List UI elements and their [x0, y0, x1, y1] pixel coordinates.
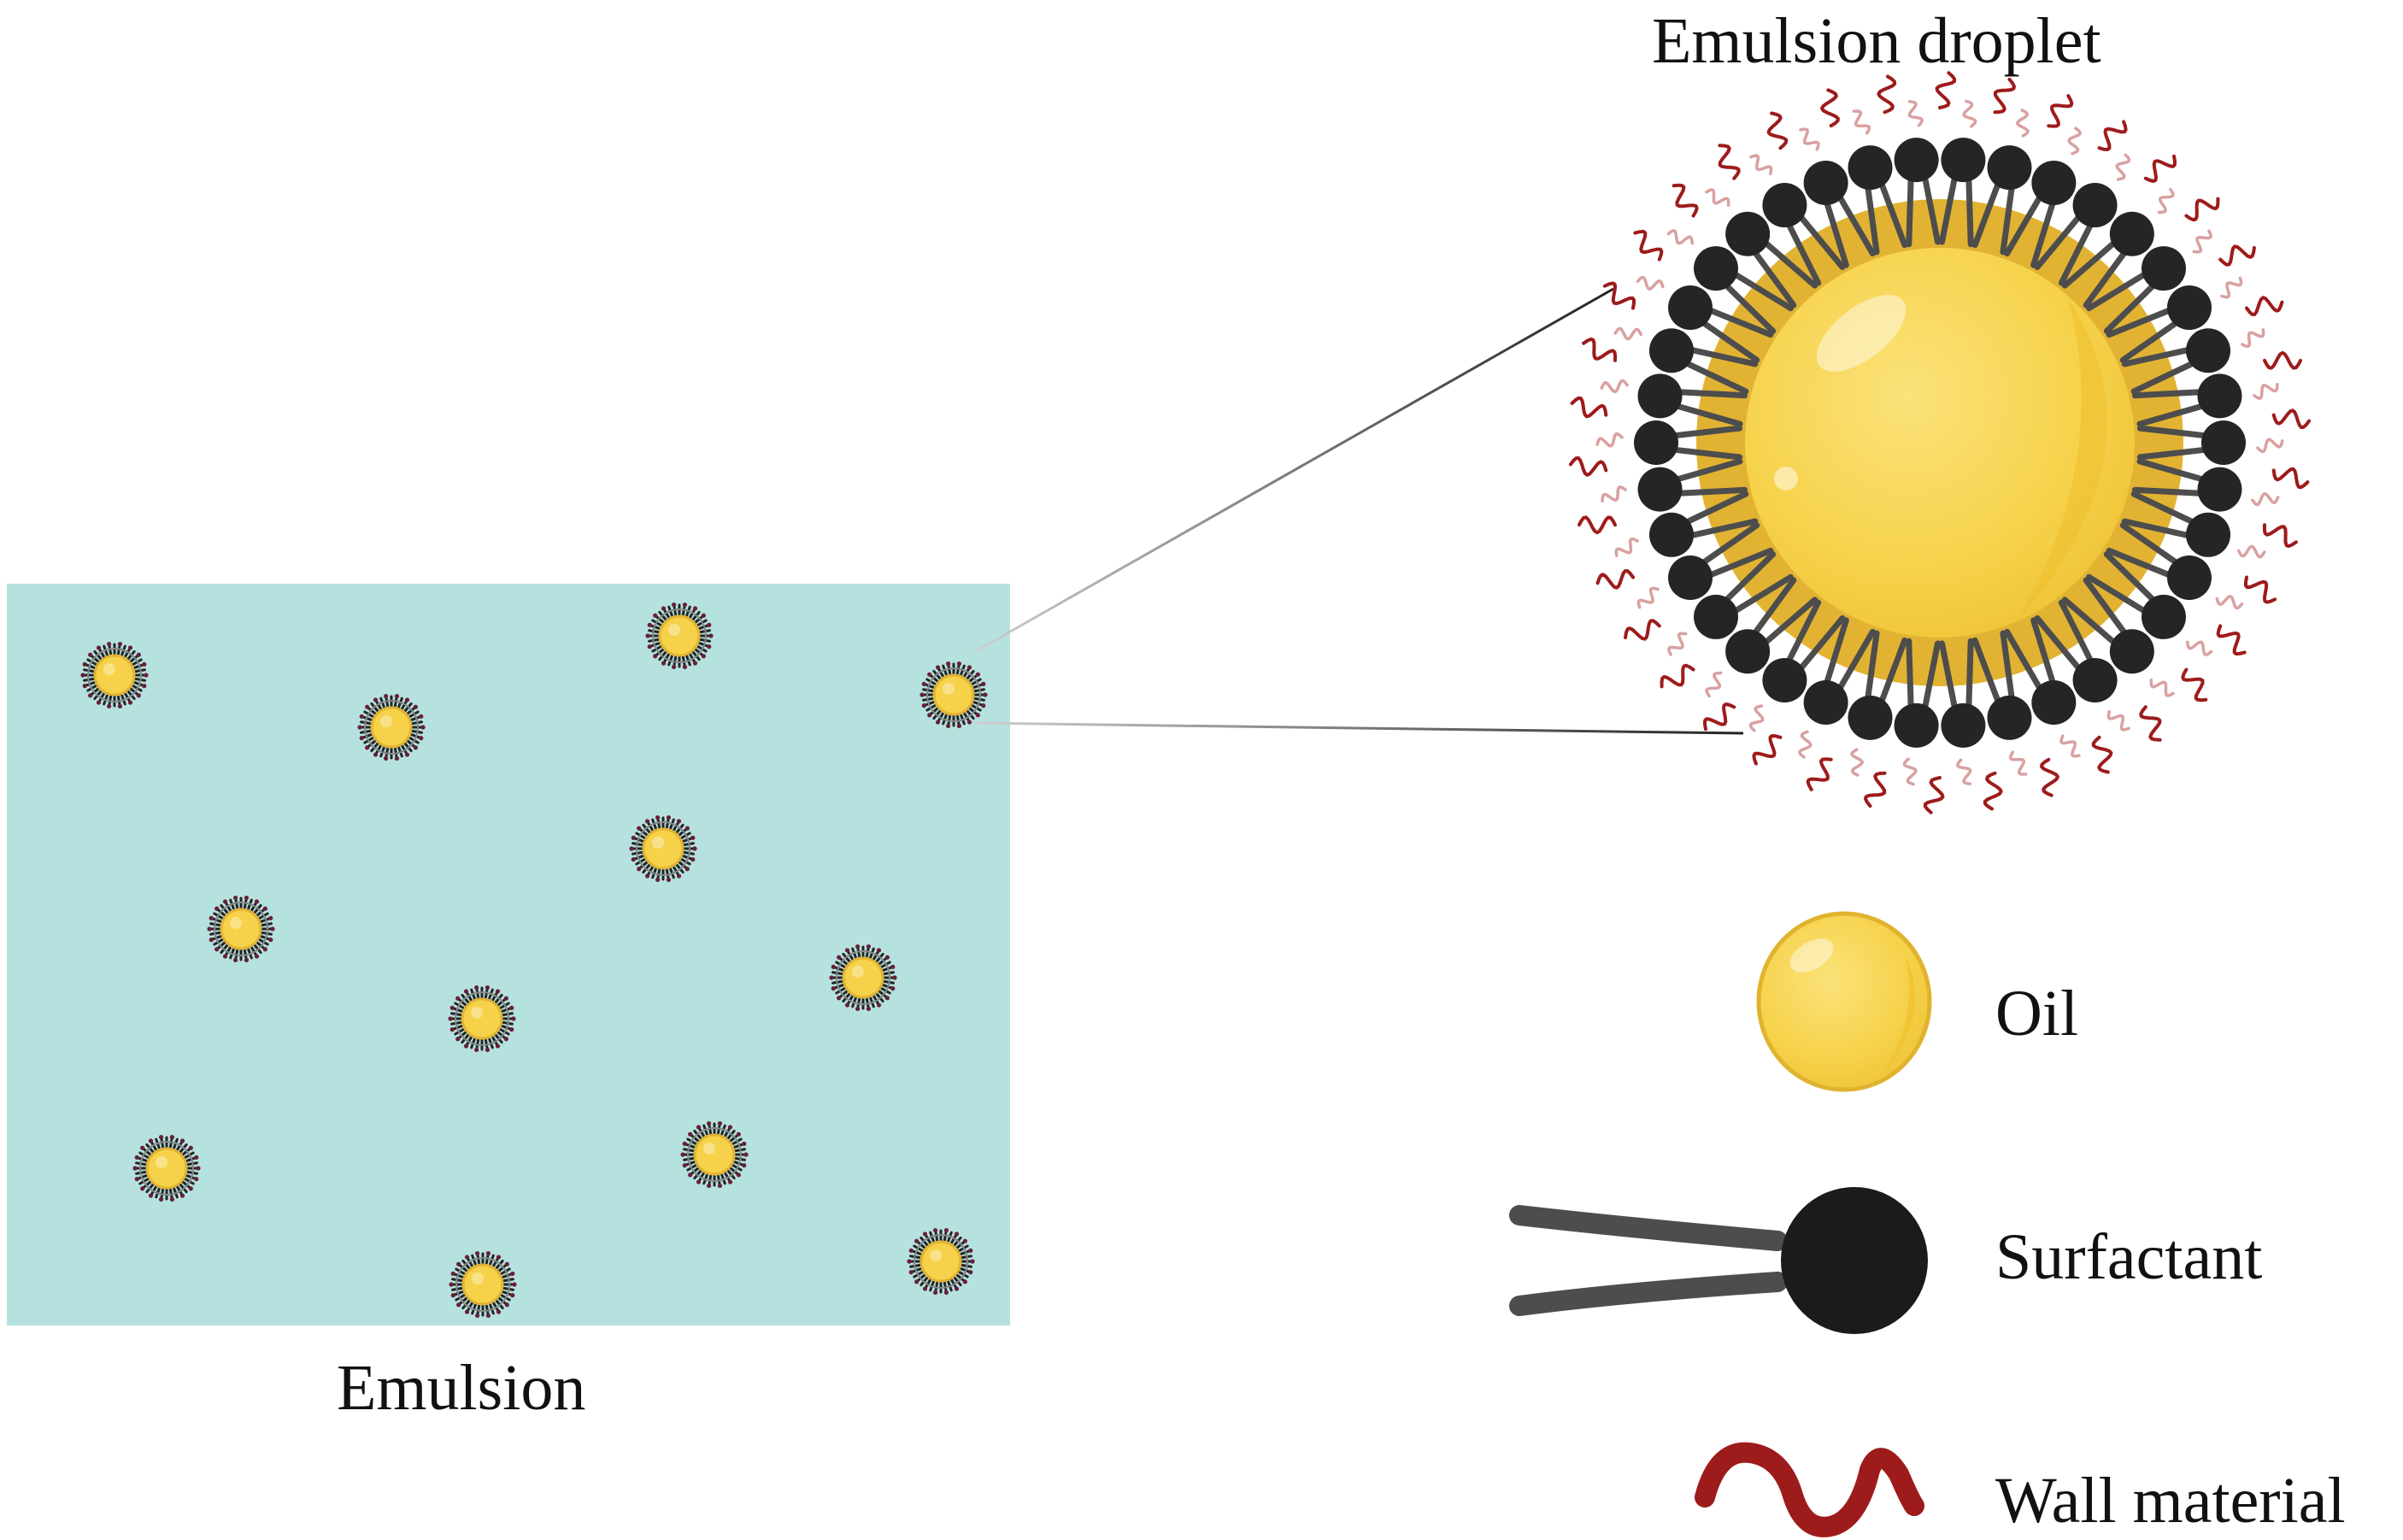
oil-legend-icon: [1756, 911, 1932, 1092]
surfactant-head: [2031, 160, 2077, 205]
surfactant-head: [1987, 145, 2032, 191]
surfactant-head: [1668, 285, 1713, 330]
surfactant-head: [2141, 246, 2186, 291]
surfactant-head: [1894, 702, 1939, 748]
small-emulsion-droplet: [207, 895, 275, 963]
surfactant-head: [2166, 285, 2212, 330]
small-emulsion-droplet: [680, 1120, 749, 1189]
surfactant-head: [2166, 555, 2212, 601]
surfactant-head: [1762, 183, 1807, 228]
droplet-title: Emulsion droplet: [1652, 5, 2101, 77]
wall-material-layer: [1568, 71, 2312, 814]
surfactant-head: [2197, 373, 2242, 419]
surfactant-head: [2109, 629, 2154, 674]
surfactant-head: [1762, 657, 1807, 702]
small-emulsion-droplet: [919, 661, 988, 729]
surfactant-head: [1725, 629, 1771, 674]
surfactant-head: [2197, 467, 2242, 512]
surfactant-head: [1803, 680, 1848, 726]
emulsion-droplet-detail: [1568, 71, 2312, 814]
small-emulsion-droplet: [132, 1134, 201, 1202]
surfactant-head: [1648, 512, 1694, 557]
legend-oil-label: Oil: [1995, 978, 2079, 1049]
small-emulsion-droplet: [80, 641, 149, 709]
surfactant-head: [2186, 328, 2231, 373]
surfactant-head: [2109, 211, 2154, 256]
small-emulsion-droplet: [645, 602, 714, 670]
surfactant-head: [1848, 695, 1893, 740]
wall-material-legend-icon: [1695, 1442, 1924, 1537]
zoom-line-bottom: [973, 721, 1744, 735]
emulsion-label: Emulsion: [337, 1352, 586, 1424]
surfactant-head: [2072, 183, 2118, 228]
legend-wall-material-label: Wall material: [1995, 1465, 2346, 1537]
small-emulsion-droplet: [829, 943, 897, 1012]
surfactant-legend-icon: [1509, 1187, 1928, 1334]
small-emulsion-droplet: [357, 693, 426, 761]
oil-core: [1745, 248, 2135, 638]
surfactant-head: [1725, 211, 1771, 256]
emulsion-droplets: [80, 602, 988, 1319]
surfactant-head: [1803, 160, 1848, 205]
surfactant-head: [2186, 512, 2231, 557]
surfactant-head: [2072, 657, 2118, 702]
small-emulsion-droplet: [449, 1250, 517, 1319]
surfactant-head: [1941, 138, 1986, 183]
surfactant-head: [2201, 420, 2246, 465]
surfactant-head: [1894, 138, 1939, 183]
surfactant-head: [1694, 594, 1739, 639]
legend-surfactant-label: Surfactant: [1995, 1221, 2263, 1293]
small-emulsion-droplet: [448, 985, 516, 1053]
surfactant-head: [1637, 373, 1683, 419]
surfactant-head: [2031, 680, 2077, 726]
surfactant-head: [1848, 145, 1893, 191]
surfactant-head: [1668, 555, 1713, 601]
surfactant-head: [1694, 246, 1739, 291]
surfactant-layer: [1634, 138, 2246, 748]
surfactant-head: [1987, 695, 2032, 740]
surfactant-head: [2141, 594, 2186, 639]
surfactant-head: [1941, 702, 1986, 748]
surfactant-head: [1637, 467, 1683, 512]
zoom-line-top: [973, 287, 1614, 654]
small-emulsion-droplet: [629, 814, 697, 883]
surfactant-head: [1634, 420, 1678, 465]
small-emulsion-droplet: [907, 1227, 975, 1296]
surfactant-head: [1648, 328, 1694, 373]
